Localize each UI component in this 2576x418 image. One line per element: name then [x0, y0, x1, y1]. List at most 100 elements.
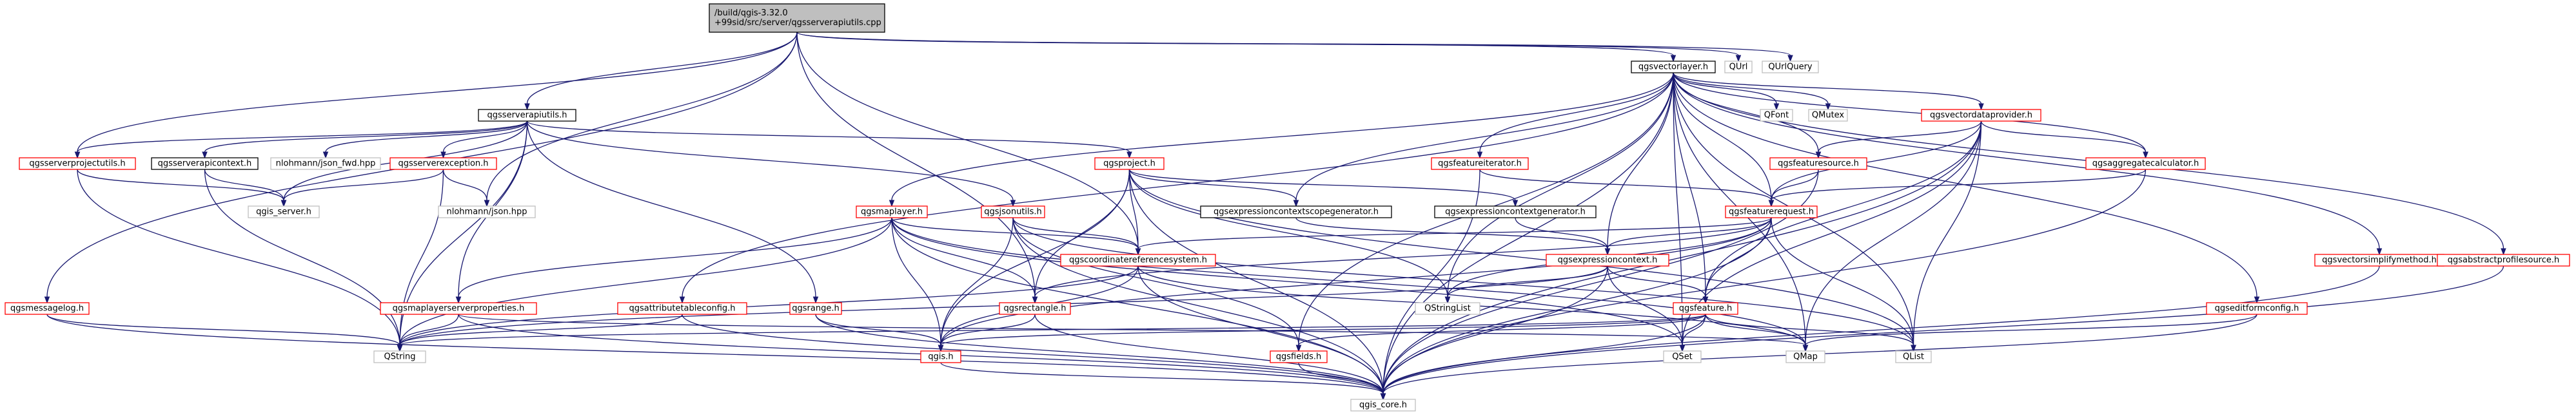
node-box: [1895, 350, 1932, 363]
node-qgsserverexception[interactable]: qgsserverexception.h: [389, 157, 497, 170]
edge-qgsrange-to-qgis_h: [815, 314, 944, 352]
node-root[interactable]: /build/qgis-3.32.0+99sid/src/server/qgss…: [709, 3, 885, 33]
edge-qgsserverapiutils-to-qgsrange: [526, 120, 819, 304]
node-qgsrange[interactable]: qgsrange.h: [789, 302, 842, 315]
node-qmutex: QMutex: [1808, 109, 1848, 122]
node-box: [1808, 109, 1848, 122]
node-box: [1200, 205, 1392, 218]
edge-qgsvectorlayer-to-qgsattributetableconfig: [679, 72, 1674, 304]
node-qgsexprctxgen[interactable]: qgsexpressioncontextgenerator.h: [1434, 205, 1597, 218]
node-box: [1546, 254, 1669, 267]
edge-qgsexprscopegen-to-qgsexprcontext: [1295, 217, 1611, 256]
edge-qgsvectorlayer-to-qgsvectorsimplify: [1673, 72, 2383, 256]
edge-qgsmaplayer-to-qgis_core: [891, 217, 1386, 401]
node-label: qgscoordinatereferencesystem.h: [1069, 256, 1207, 265]
edge-qgsserverexception-to-qgis_server: [280, 169, 444, 207]
edge-qgsvectorlayer-to-qgsexprscopegen: [1293, 72, 1674, 207]
node-label: QStringList: [1424, 304, 1471, 314]
node-label: qgsfields.h: [1276, 352, 1321, 362]
node-label: qgsserverapiutils.h: [487, 111, 567, 120]
node-label: qgsvectorlayer.h: [1638, 62, 1708, 72]
node-label: /build/qgis-3.32.0: [714, 8, 788, 18]
node-qfont: QFont: [1760, 109, 1793, 122]
edge-qgsfeatureiterator-to-qgsfeaturerequest: [1479, 169, 1775, 207]
node-box: [1431, 157, 1529, 170]
edge-qgsvectorlayer-to-qgsmaplayer: [889, 72, 1674, 207]
node-qgseditformconfig[interactable]: qgseditformconfig.h: [2206, 302, 2308, 315]
node-box: [1785, 350, 1825, 363]
node-qgsmaplayer[interactable]: qgsmaplayer.h: [856, 205, 928, 218]
node-box: [478, 109, 576, 122]
node-box: [1631, 61, 1716, 73]
node-qgsserverprojectutils[interactable]: qgsserverprojectutils.h: [19, 157, 136, 170]
node-qgsfields[interactable]: qgsfields.h: [1270, 350, 1328, 363]
node-qgsattributetableconfig[interactable]: qgsattributetableconfig.h: [617, 302, 747, 315]
node-qgsmessagelog[interactable]: qgsmessagelog.h: [5, 302, 90, 315]
edge-qgsmaplayer-to-qstring: [397, 217, 892, 352]
node-nlohmann_fwd: nlohmann/json_fwd.hpp: [270, 157, 381, 170]
node-label: qgsmaplayerserverproperties.h: [393, 304, 525, 314]
node-label: qgsexpressioncontextgenerator.h: [1445, 207, 1586, 217]
node-qgsaggregatecalculator[interactable]: qgsaggregatecalculator.h: [2085, 157, 2206, 170]
node-qgsvectordataprovider[interactable]: qgsvectordataprovider.h: [1921, 109, 2041, 122]
edge-qgsfeature-to-qgsfields: [1295, 314, 1706, 352]
node-box: [1725, 205, 1818, 218]
edge-qgsserverapiutils-to-qstring: [397, 120, 528, 352]
edge-qgsserverprojectutils-to-qstring: [77, 169, 403, 352]
node-qgsvectorsimplify[interactable]: qgsvectorsimplifymethod.h: [2314, 254, 2444, 267]
edge-qgsmessagelog-to-qstring: [46, 314, 403, 352]
edge-qgsproject-to-qgsexprctxgen: [1128, 169, 1519, 207]
node-qgis_server: qgis_server.h: [248, 205, 320, 218]
edge-qgsexprcontext-to-qgsfeature: [1607, 265, 1709, 304]
edge-qgsserverapiutils-to-qgsjsonutils: [526, 120, 1016, 207]
node-qgsmaplayerserverprops[interactable]: qgsmaplayerserverproperties.h: [380, 302, 537, 315]
node-qgsvectorlayer[interactable]: qgsvectorlayer.h: [1631, 61, 1716, 73]
node-box: [1434, 205, 1597, 218]
edge-qgsserverapicontext-to-qstring: [204, 169, 403, 352]
node-qgsexprscopegen[interactable]: qgsexpressioncontextscopegenerator.h: [1200, 205, 1392, 218]
node-label: qgsmaplayer.h: [861, 207, 923, 217]
node-qgsserverapiutils[interactable]: qgsserverapiutils.h: [478, 109, 576, 122]
edge-qgsvectordataprovider-to-qmap: [1802, 120, 1982, 352]
node-qgsfeaturesource[interactable]: qgsfeaturesource.h: [1769, 157, 1867, 170]
node-label: qgsrange.h: [792, 304, 839, 314]
node-label: qgsfeaturerequest.h: [1729, 207, 1814, 217]
nodes-layer: /build/qgis-3.32.0+99sid/src/server/qgss…: [5, 3, 2570, 412]
edge-qgsserverprojectutils-to-qgis_server: [77, 169, 287, 207]
node-qgsexprcontext[interactable]: qgsexpressioncontext.h: [1546, 254, 1669, 267]
edge-qgsexprcontext-to-qstringlist: [1444, 265, 1608, 304]
edge-qgsvectorlayer-to-qgsfeaturesource: [1673, 72, 1822, 159]
edge-qgsvectorlayer-to-qgseditformconfig: [1673, 72, 2260, 304]
node-qgsproject[interactable]: qgsproject.h: [1094, 157, 1165, 170]
node-label: qgseditformconfig.h: [2215, 304, 2299, 314]
node-label: qgsexpressioncontext.h: [1558, 256, 1658, 265]
node-box: [5, 302, 90, 315]
node-label: qgsfeaturesource.h: [1778, 159, 1859, 169]
node-qgsfeaturerequest[interactable]: qgsfeaturerequest.h: [1725, 205, 1818, 218]
edge-qgsvectordataprovider-to-qgsaggregatecalculator: [1980, 120, 2148, 159]
node-qgsabstractprofile[interactable]: qgsabstractprofilesource.h: [2437, 254, 2570, 267]
node-box: [438, 205, 536, 218]
node-qgsrectangle[interactable]: qgsrectangle.h: [999, 302, 1071, 315]
node-label: qgis_server.h: [256, 207, 311, 217]
node-qgsjsonutils[interactable]: qgsjsonutils.h: [981, 205, 1045, 218]
node-label: qgis_core.h: [1359, 401, 1407, 410]
edge-root-to-qgsrectangle: [796, 32, 1038, 304]
node-box: [389, 157, 497, 170]
node-label: qgsjsonutils.h: [984, 207, 1042, 217]
edge-qgsfeaturerequest-to-qgsfeature: [1702, 217, 1772, 304]
edge-qgis_h-to-qgis_core: [940, 362, 1386, 401]
node-label: qgsmessagelog.h: [10, 304, 84, 314]
edge-qgsvectorlayer-to-qfont: [1673, 72, 1780, 111]
edge-root-to-qgsserverprojectutils: [74, 32, 798, 159]
edge-qgsattributetableconfig-to-qstring: [397, 314, 683, 352]
node-box: [856, 205, 928, 218]
node-qgscrs[interactable]: qgscoordinatereferencesystem.h: [1060, 254, 1216, 267]
node-qgsfeatureiterator[interactable]: qgsfeatureiterator.h: [1431, 157, 1529, 170]
edge-qgsserverapiutils-to-nlohmann_fwd: [322, 120, 528, 159]
node-qgsserverapicontext[interactable]: qgsserverapicontext.h: [151, 157, 259, 170]
node-qgis_h[interactable]: qgis.h: [920, 350, 961, 363]
node-label: QMutex: [1812, 111, 1845, 120]
node-qgsfeature[interactable]: qgsfeature.h: [1673, 302, 1738, 315]
node-box: [1769, 157, 1867, 170]
